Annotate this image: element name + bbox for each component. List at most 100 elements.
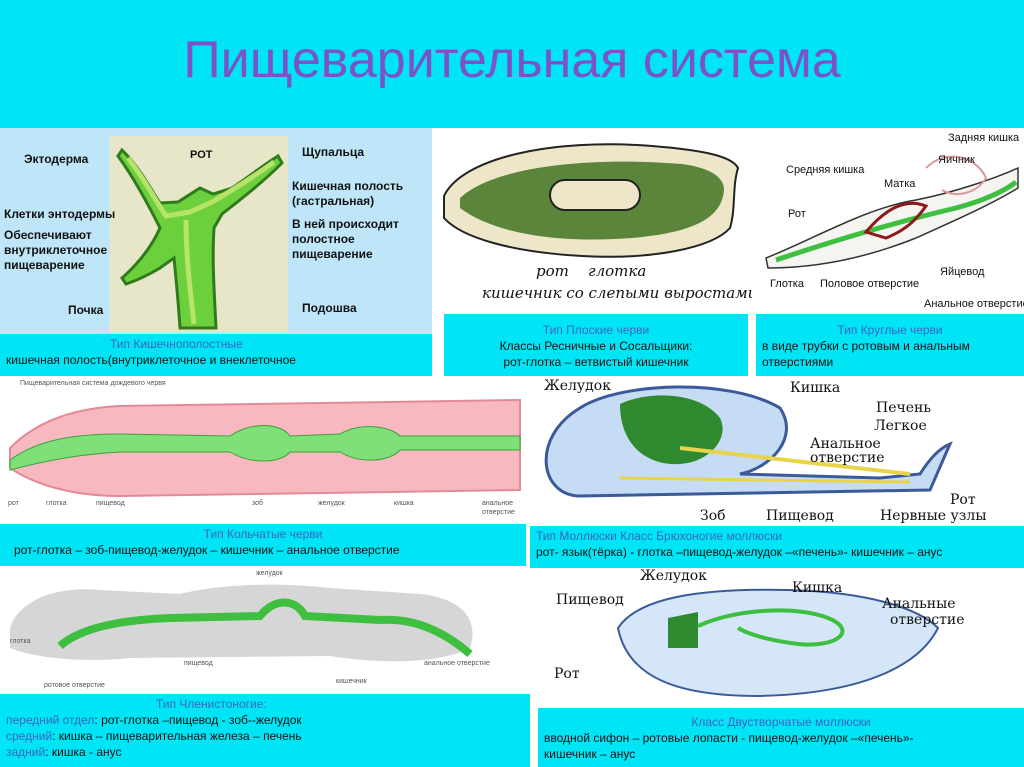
hydra-label-cavity-2: (гастральная) [292, 194, 375, 208]
roundworm-label-hindgut: Задняя кишка [948, 132, 1020, 144]
snail-label-crop: Зоб [700, 508, 726, 524]
annelid-label-intestine: кишка [394, 500, 414, 507]
bivalve-label-intestine: Кишка [792, 580, 843, 596]
annelid-panel: Пищеварительная система дождевого червя … [0, 378, 526, 520]
snail-label-mouth: Рот [950, 492, 976, 508]
annelid-label-anal-2: отверстие [482, 509, 515, 516]
roundworm-label-mouth: Рот [788, 208, 806, 220]
roundworm-caption-body-2: отверстиями [762, 355, 834, 369]
hydra-label-endo-3: внутриклеточное [4, 243, 108, 257]
hydra-label-mouth: РОТ [190, 149, 213, 161]
snail-panel: Желудок Кишка Печень Легкое Анальное отв… [530, 378, 1024, 524]
insect-caption-line-2: средний: кишка – пищеварительная железа … [6, 728, 524, 744]
hydra-diagram [110, 136, 288, 332]
flatworm-diagram [443, 143, 740, 258]
snail-caption-body: рот- язык(тёрка) - глотка –пищевод-желуд… [536, 545, 943, 559]
bivalve-label-stomach: Желудок [640, 568, 707, 584]
bivalve-panel: Желудок Кишка Пищевод Анальные отверстие… [538, 568, 1024, 706]
hydra-panel: Эктодерма РОТ Щупальца Кишечная полость … [0, 128, 432, 334]
snail-label-anal-1: Анальное [810, 436, 881, 452]
annelid-caption-body: рот-глотка – зоб-пищевод-желудок – кишеч… [14, 543, 400, 557]
roundworm-label-oviduct: Яйцевод [940, 266, 985, 278]
insect-label-pharynx: глотка [10, 638, 31, 645]
bivalve-caption: Класс Двустворчатые моллюски вводной сиф… [538, 708, 1024, 767]
roundworm-caption-body-1: в виде трубки с ротовым и анальным [762, 339, 970, 353]
hydra-label-endo-2: Обеспечивают [4, 228, 92, 242]
hydra-label-cavity-3: В ней происходит [292, 217, 399, 231]
insect-label-esophagus: пищевод [184, 660, 213, 667]
flatworm-label-gut: кишечник со слепыми выростами [482, 284, 752, 302]
flatworm-caption-body: рот-глотка – ветвистый кишечник [503, 355, 689, 369]
hydra-label-endo-1: Клетки энтодермы [4, 207, 116, 221]
insect-diagram [10, 584, 473, 662]
bivalve-label-mouth: Рот [554, 666, 580, 682]
annelid-caption-head: Тип Кольчатые черви [203, 527, 323, 541]
insect-caption-line-3: задний: кишка - анус [6, 744, 524, 760]
page-title: Пищеварительная система [183, 31, 841, 89]
title-bar [0, 0, 1024, 128]
annelid-label-esophagus: пищевод [96, 500, 125, 507]
hydra-label-cavity-5: пищеварение [292, 247, 373, 261]
insect-panel: желудок глотка пищевод кишечник ротовое … [0, 568, 530, 692]
insect-line-3-part: задний [6, 745, 46, 759]
insect-line-2-text: : кишка – пищеварительная железа – печен… [52, 729, 302, 743]
insect-caption-line-1: передний отдел: рот-глотка –пищевод - зо… [6, 712, 524, 728]
annelid-label-anal-1: анальное [482, 500, 514, 507]
roundworm-label-pharynx: Глотка [770, 278, 804, 290]
roundworm-label-anal: Анальное отверстие [924, 298, 1024, 310]
insect-line-1-text: : рот-глотка –пищевод - зоб--желудок [94, 713, 302, 727]
annelid-caption: Тип Кольчатые черви рот-глотка – зоб-пищ… [0, 524, 526, 566]
bivalve-diagram [616, 588, 940, 698]
roundworm-diagram [765, 155, 1019, 269]
roundworm-label-ovary: Яичник [938, 154, 975, 166]
snail-label-anal-2: отверстие [810, 450, 885, 466]
insect-label-stomach: желудок [256, 570, 283, 577]
annelid-label-stomach: желудок [318, 500, 345, 507]
hydra-caption-head: Тип Кишечнополостные [110, 337, 243, 351]
hydra-label-cavity-1: Кишечная полость [292, 179, 404, 193]
annelid-label-pharynx: глотка [46, 500, 67, 507]
insect-label-intestine: кишечник [336, 678, 367, 685]
bivalve-caption-head: Класс Двустворчатые моллюски [691, 715, 871, 729]
hydra-label-ectoderm: Эктодерма [24, 152, 89, 166]
flatworm-label-pharynx: глотка [588, 262, 647, 280]
snail-label-stomach: Желудок [544, 378, 611, 394]
insect-label-mouth: ротовое отверстие [44, 682, 105, 689]
hydra-label-endo-4: пищеварение [4, 258, 85, 272]
snail-label-liver: Печень [876, 400, 931, 416]
hydra-caption: Тип Кишечнополостные кишечная полость(вн… [0, 334, 432, 376]
insect-label-anal: анальное отверстие [424, 660, 490, 667]
annelid-label-crop: зоб [252, 500, 264, 507]
roundworm-caption-head: Тип Круглые черви [837, 323, 943, 337]
insect-caption-head: Тип Членистоногие: [156, 697, 267, 711]
flatworm-caption: Тип Плоские черви Классы Ресничные и Сос… [444, 314, 748, 376]
bivalve-caption-body-2: кишечник – анус [544, 747, 636, 761]
annelid-top-note: Пищеварительная система дождевого червя [20, 380, 166, 387]
flatworm-caption-head-2: Классы Ресничные и Сосальщики: [499, 339, 693, 353]
insect-line-3-text: : кишка - анус [45, 745, 122, 759]
bivalve-label-esophagus: Пищевод [556, 592, 624, 608]
hydra-label-sole: Подошва [302, 301, 357, 315]
snail-label-intestine: Кишка [790, 380, 841, 396]
roundworm-panel: Задняя кишка Яичник Средняя кишка Матка … [756, 128, 1024, 314]
snail-diagram [544, 385, 953, 498]
insect-caption: Тип Членистоногие: передний отдел: рот-г… [0, 694, 530, 767]
bivalve-label-anal-1: Анальные [882, 596, 956, 612]
flatworm-panel: рот глотка кишечник со слепыми выростами [432, 128, 752, 314]
snail-label-lung: Легкое [874, 418, 927, 434]
flatworm-label-mouth: рот [536, 262, 569, 280]
insect-line-1-part: передний отдел [6, 713, 95, 727]
snail-caption: Тип Моллюски Класс Брюхоногие моллюски р… [530, 526, 1024, 568]
roundworm-caption: Тип Круглые черви в виде трубки с ротовы… [756, 314, 1024, 376]
flatworm-caption-head: Тип Плоские черви [542, 323, 650, 337]
snail-label-ganglia: Нервные узлы [880, 508, 987, 524]
bivalve-caption-body-1: вводной сифон – ротовые лопасти - пищево… [544, 731, 914, 745]
roundworm-label-uterus: Матка [884, 178, 916, 190]
hydra-label-cavity-4: полостное [292, 232, 355, 246]
snail-caption-head: Тип Моллюски Класс Брюхоногие моллюски [536, 529, 783, 543]
annelid-label-mouth: рот [8, 500, 19, 507]
hydra-caption-body: кишечная полость(внутриклеточное и внекл… [6, 353, 296, 367]
snail-label-esophagus: Пищевод [766, 508, 834, 524]
insect-line-2-part: средний [6, 729, 53, 743]
bivalve-label-anal-2: отверстие [890, 612, 965, 628]
